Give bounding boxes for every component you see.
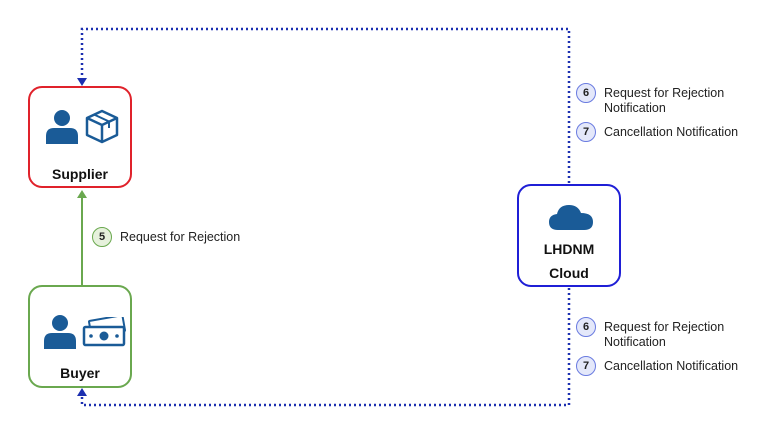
step-6-notification-to-supplier: 6 Request for Rejection Notification bbox=[576, 83, 725, 116]
step-number-badge: 7 bbox=[576, 122, 596, 142]
person-icon bbox=[46, 110, 78, 144]
package-box-icon bbox=[85, 109, 119, 144]
step-number-badge: 7 bbox=[576, 356, 596, 376]
person-icon bbox=[44, 315, 76, 349]
cloud-to-buyer-dotted-line bbox=[80, 288, 571, 407]
step-text: Cancellation Notification bbox=[604, 125, 739, 139]
green-arrowhead bbox=[77, 190, 87, 198]
step-number-badge: 6 bbox=[576, 83, 596, 103]
supplier-node: Supplier bbox=[28, 86, 132, 188]
step-text: Request for Rejection Notification bbox=[604, 320, 725, 349]
step-7-cancellation-to-buyer: 7 Cancellation Notification bbox=[576, 356, 739, 376]
cloud-label-line2: Cloud bbox=[549, 265, 589, 281]
step-text: Request for Rejection bbox=[120, 230, 241, 244]
step-number-badge: 6 bbox=[576, 317, 596, 337]
step-text: Request for Rejection Notification bbox=[604, 86, 725, 115]
step-text: Cancellation Notification bbox=[604, 359, 739, 373]
step-number-badge: 5 bbox=[92, 227, 112, 247]
cash-banknote-icon bbox=[82, 317, 126, 347]
cloud-node: LHDNM Cloud bbox=[517, 184, 621, 287]
supplier-arrowhead bbox=[77, 78, 87, 86]
buyer-arrowhead bbox=[77, 388, 87, 396]
supplier-label: Supplier bbox=[51, 166, 108, 182]
step-6-notification-to-buyer: 6 Request for Rejection Notification bbox=[576, 317, 725, 350]
buyer-node: Buyer bbox=[28, 285, 132, 388]
cloud-icon bbox=[549, 205, 593, 230]
step-7-cancellation-to-supplier: 7 Cancellation Notification bbox=[576, 122, 739, 142]
cloud-label-line1: LHDNM bbox=[543, 241, 595, 257]
step-5-request-for-rejection: 5 Request for Rejection bbox=[92, 227, 241, 247]
cloud-to-supplier-dotted-line bbox=[80, 27, 571, 183]
buyer-label: Buyer bbox=[60, 365, 100, 381]
